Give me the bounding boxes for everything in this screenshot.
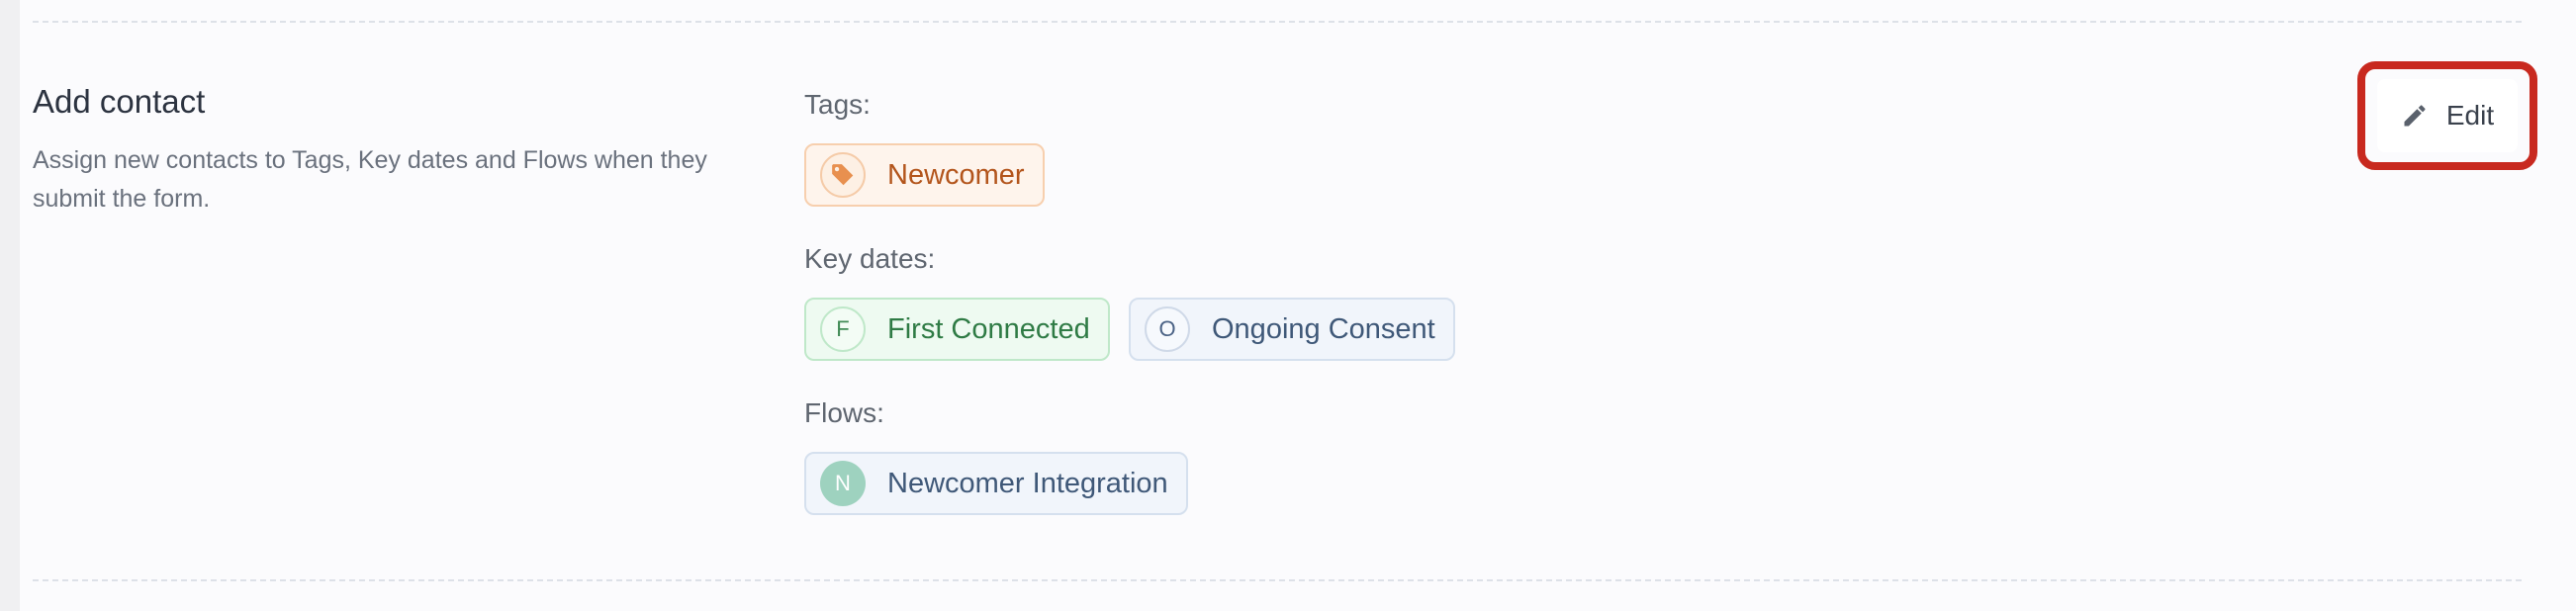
pencil-icon xyxy=(2401,102,2429,130)
tag-chip-label: Newcomer xyxy=(887,158,1025,191)
edit-button-label: Edit xyxy=(2445,100,2495,131)
edit-button[interactable]: Edit xyxy=(2377,79,2518,152)
key-dates-label: Key dates: xyxy=(804,243,936,274)
flow-chip-label: Newcomer Integration xyxy=(887,467,1168,499)
flows-label: Flows: xyxy=(804,397,884,428)
tag-chip-newcomer[interactable]: Newcomer xyxy=(804,143,1045,207)
key-date-chip-label: First Connected xyxy=(887,312,1090,345)
tags-label: Tags: xyxy=(804,89,871,120)
bottom-divider xyxy=(33,579,2522,581)
key-date-initial-badge: F xyxy=(820,306,866,352)
section-title: Add contact xyxy=(33,83,206,120)
key-date-initial-badge: O xyxy=(1145,306,1190,352)
tag-icon xyxy=(820,152,866,198)
key-date-chip-label: Ongoing Consent xyxy=(1212,312,1435,345)
top-divider xyxy=(33,21,2522,23)
key-date-chip-first-connected[interactable]: F First Connected xyxy=(804,298,1110,361)
flow-chip-newcomer-integration[interactable]: N Newcomer Integration xyxy=(804,452,1188,515)
key-date-chip-ongoing-consent[interactable]: O Ongoing Consent xyxy=(1129,298,1455,361)
flow-initial-avatar: N xyxy=(820,461,866,506)
edit-button-highlight xyxy=(2357,61,2537,170)
section-description: Assign new contacts to Tags, Key dates a… xyxy=(33,146,707,213)
